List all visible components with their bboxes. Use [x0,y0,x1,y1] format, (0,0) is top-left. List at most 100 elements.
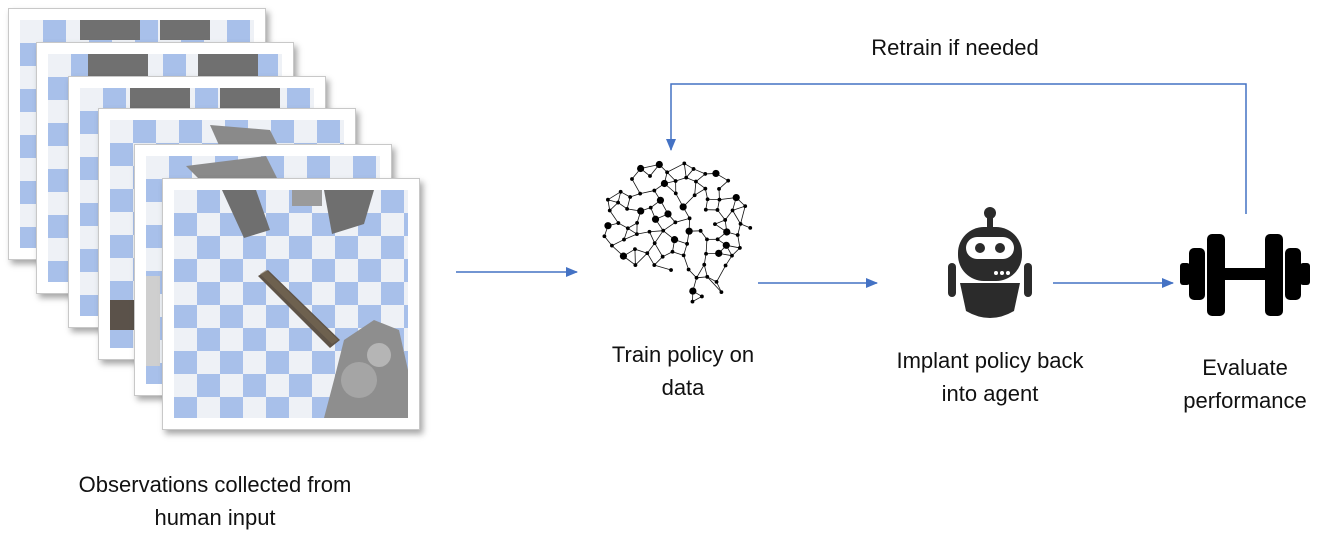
brain-node [652,241,657,246]
brain-node [673,179,678,183]
brain-node [726,178,731,183]
brain-link [737,234,741,248]
brain-node [738,221,743,226]
brain-node [619,252,628,260]
brain-node [660,179,669,188]
brain-node [633,263,638,267]
brain-link [688,269,697,279]
observation-frame-6 [162,178,420,430]
brain-node [651,215,660,223]
brain-node [705,237,709,242]
brain-node [687,216,692,221]
brain-link [732,210,741,225]
brain-node [694,179,698,184]
brain-link [609,210,619,224]
brain-link [626,196,631,209]
brain-link [662,221,676,231]
brain-link [695,181,706,189]
brain-link [695,173,706,182]
brain-link [717,209,726,221]
brain-node [682,161,687,166]
brain-link [732,205,746,211]
brain-node [702,262,707,267]
brain-link [716,265,726,283]
brain-link [694,181,697,196]
brain-link [683,243,688,256]
implant-policy-label: Implant policy back into agent [896,348,1084,406]
brain-node [713,222,717,226]
brain-node [692,193,697,198]
brain-link [609,202,619,211]
brain-link [666,163,685,173]
brain-node [703,207,708,212]
brain-node [705,274,710,279]
brain-link [724,210,733,221]
robot-gripper-scene [222,190,408,418]
brain-node [689,287,697,295]
brain-node [705,197,710,202]
brain-node [652,263,657,267]
brain-link [683,163,687,178]
brain-link [725,255,733,266]
brain-node [607,208,612,213]
brain-node [735,233,740,237]
brain-link [703,264,708,277]
brain-node [661,228,666,233]
brain-node [743,204,748,209]
brain-link [646,242,656,254]
brain-node [685,227,693,235]
brain-node [723,263,728,268]
brain-link [683,255,689,270]
evaluate-performance-label: Evaluate performance [1183,355,1307,413]
brain-link [634,248,648,254]
observations-label: Observations collected from human input [78,472,352,530]
brain-node [616,200,620,205]
feedback-loop-arrow [666,83,1247,214]
brain-node [628,195,633,199]
brain-link [649,231,656,244]
brain-node [717,197,722,202]
brain-link [631,178,641,194]
brain-link [706,276,722,293]
brain-node [714,279,719,284]
brain-node [737,246,742,250]
brain-node [652,188,657,193]
brain-node [715,237,720,242]
brain-node [703,186,708,191]
brain-node [645,251,650,256]
retrain-label: Retrain if needed [871,35,1039,60]
robot-icon [948,207,1032,318]
brain-node [715,208,720,212]
brain-node [633,247,637,252]
brain-link [672,251,684,256]
brain-node [673,220,678,225]
brain-node [691,167,696,171]
brain-node [616,221,621,225]
brain-node [748,225,753,230]
brain-link [640,190,655,195]
brain-node [604,222,612,230]
brain-node [625,206,630,211]
brain-node [712,169,720,178]
brain-node [732,193,740,202]
brain-link [666,171,676,182]
brain-node [690,299,695,304]
brain-node [684,175,689,180]
brain-link [737,223,741,236]
brain-link [696,264,705,278]
brain-link [654,256,663,266]
brain-node [630,177,634,181]
brain-node [665,170,669,175]
train-policy-label: Train policy on data [611,342,755,400]
brain-link [654,264,672,271]
brain-node [717,187,721,191]
brain-node [655,160,663,169]
brain-link [607,191,621,201]
brain-node [700,294,704,299]
brain-node [679,203,687,211]
brain-node [606,197,610,202]
brain-node [723,228,731,236]
brain-node [685,241,689,246]
brain-link [694,188,706,196]
